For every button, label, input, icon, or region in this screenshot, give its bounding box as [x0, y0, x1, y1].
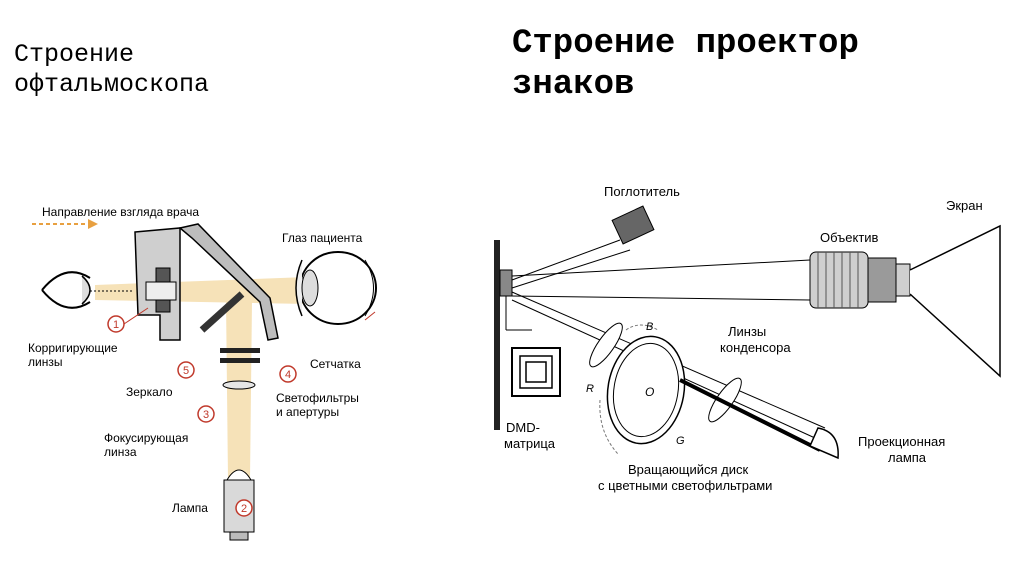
- projector-diagram: O B R G Поглотитель Экран Объектив Линзы…: [494, 184, 1001, 493]
- patient-eye-label: Глаз пациента: [282, 231, 363, 245]
- rotation-arrow-bottom: [599, 399, 619, 455]
- doctor-eye-icon: [41, 271, 132, 309]
- ophthalmoscope-head: [134, 223, 279, 341]
- marker-5: 5: [177, 361, 195, 379]
- ophthalmoscope-diagram: Направление взгляда врача Глаз пациента …: [28, 205, 377, 541]
- patient-eye-icon: [295, 251, 377, 325]
- dmd-plate: [494, 240, 500, 430]
- projection-lamp-label-2: лампа: [888, 450, 927, 465]
- corrective-lenses-label-2: линзы: [28, 355, 62, 369]
- screen-label: Экран: [946, 198, 983, 213]
- disk-center-label: O: [645, 385, 654, 399]
- absorber-icon: [611, 205, 655, 245]
- projector-title-line1: Строение проектор: [512, 25, 859, 63]
- dmd-matrix-icon: [505, 296, 561, 397]
- condenser-label-1: Линзы: [728, 324, 766, 339]
- gaze-direction-label: Направление взгляда врача: [42, 205, 199, 219]
- ophthalmoscope-title-line2: офтальмоскопа: [14, 70, 210, 99]
- retina-pointer: [364, 311, 376, 321]
- mirror: [199, 291, 245, 333]
- condenser-lens-left: [589, 322, 623, 368]
- marker-3: 3: [197, 405, 215, 423]
- filter-disc-2: [220, 358, 260, 363]
- dmd-label-1: DMD-: [506, 420, 540, 435]
- dmd-label-2: матрица: [504, 436, 556, 451]
- disk-label-2: с цветными светофильтрами: [598, 478, 772, 493]
- projector-title: Строение проектор знаков: [512, 24, 992, 106]
- dmd-chip: [499, 269, 513, 297]
- focusing-lens-label-2: линза: [104, 445, 137, 459]
- absorber-label: Поглотитель: [604, 184, 680, 199]
- focusing-lens: [222, 380, 256, 390]
- lamp-label: Лампа: [172, 501, 208, 515]
- filters-label-2: и апертуры: [276, 405, 339, 419]
- filters-label-1: Светофильтры: [276, 391, 359, 405]
- disk-label-1: Вращающийся диск: [628, 462, 749, 477]
- projector-title-line2: знаков: [512, 65, 635, 104]
- color-b-label: B: [646, 321, 653, 333]
- filter-disc-1: [220, 348, 260, 353]
- svg-text:1: 1: [113, 319, 119, 331]
- svg-text:2: 2: [241, 503, 247, 515]
- svg-text:4: 4: [285, 369, 291, 381]
- corrective-lenses-label-1: Корригирующие: [28, 341, 118, 355]
- marker-1: 1: [107, 307, 149, 333]
- retina-label: Сетчатка: [310, 357, 361, 371]
- mirror-label: Зеркало: [126, 385, 173, 399]
- objective-icon: [809, 251, 911, 309]
- marker-4: 4: [279, 365, 297, 383]
- objective-label: Объектив: [820, 230, 879, 245]
- condenser-label-2: конденсора: [720, 340, 791, 355]
- ophthalmoscope-title-line1: Строение: [14, 40, 135, 69]
- color-g-label: G: [676, 435, 685, 447]
- gaze-arrow: [32, 219, 98, 229]
- color-r-label: R: [586, 383, 594, 395]
- condenser-lens-right: [708, 377, 742, 423]
- ophthalmoscope-title: Строение офтальмоскопа: [14, 40, 314, 100]
- lamp-beam: [226, 300, 252, 480]
- focusing-lens-label-1: Фокусирующая: [104, 431, 188, 445]
- screen-icon: [909, 224, 1001, 378]
- projection-lamp-label-1: Проекционная: [858, 434, 945, 449]
- marker-2: 2: [235, 499, 253, 517]
- rotation-arrow-top: [625, 324, 659, 331]
- svg-text:5: 5: [183, 365, 189, 377]
- color-disk: [606, 335, 686, 445]
- svg-text:3: 3: [203, 409, 209, 421]
- projection-lamp-icon: [679, 378, 839, 460]
